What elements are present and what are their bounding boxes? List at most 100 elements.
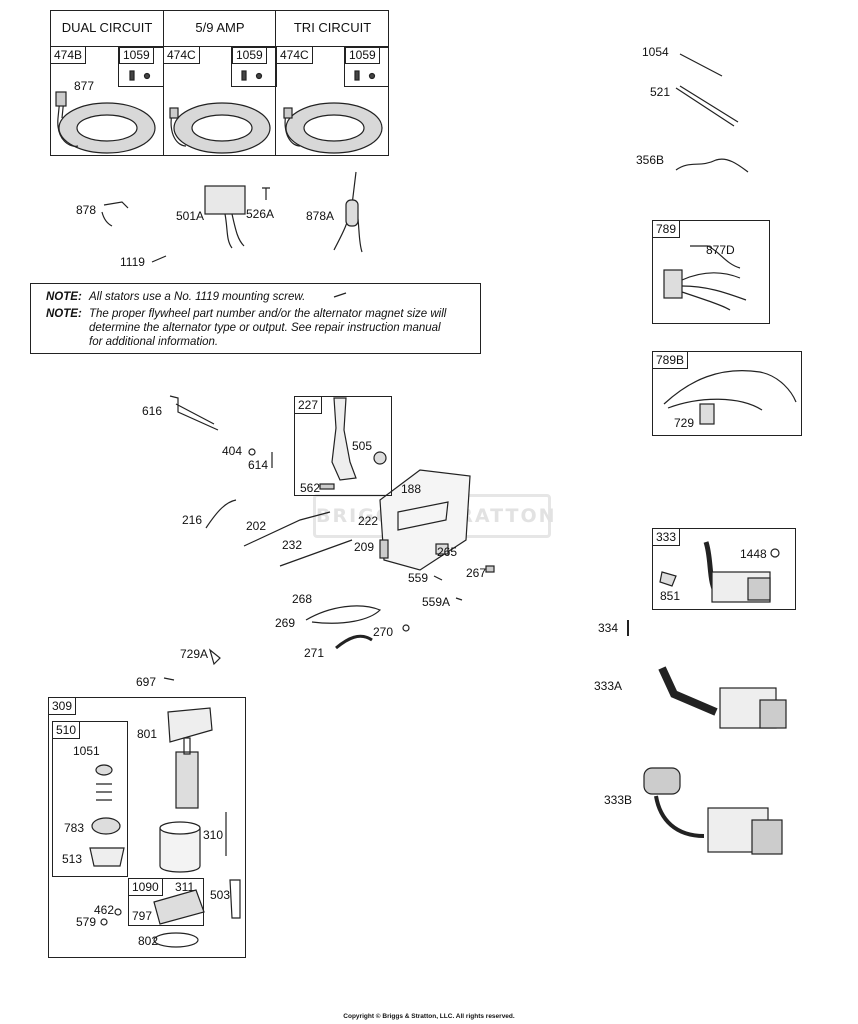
label-878: 878	[76, 203, 97, 217]
label-404: 404	[222, 444, 243, 458]
screw-1119	[151, 255, 167, 263]
label-783: 783	[64, 821, 85, 835]
throttle-lever-227	[319, 397, 387, 490]
kit-box-1090	[128, 878, 204, 926]
note-line-2b: determine the alternator type or output.…	[89, 322, 441, 334]
kit-tag-309: 309	[49, 698, 77, 715]
rectifier-501A	[204, 185, 246, 249]
label-562: 562	[300, 481, 321, 495]
label-616: 616	[142, 404, 163, 418]
note-line-2c: for additional information.	[89, 336, 219, 348]
screws-559	[433, 575, 463, 601]
stator-tag-474C-b: 474C	[277, 47, 313, 64]
label-851: 851	[660, 589, 681, 603]
label-1051: 1051	[73, 744, 100, 758]
header-dual-circuit: DUAL CIRCUIT	[61, 20, 153, 35]
header-tri-circuit: TRI CIRCUIT	[293, 20, 372, 35]
kit-tag-333: 333	[653, 529, 681, 546]
label-462: 462	[94, 903, 115, 917]
label-232: 232	[282, 538, 303, 552]
tie-1054	[679, 53, 723, 77]
wire-356B	[675, 158, 749, 173]
part-404	[248, 448, 256, 456]
stator-tag-474B: 474B	[51, 47, 87, 64]
kit-tag-510: 510	[53, 722, 81, 739]
label-802: 802	[138, 934, 159, 948]
label-513: 513	[62, 852, 83, 866]
bracket-271	[335, 634, 373, 650]
kit-box-227	[294, 396, 392, 496]
label-526A: 526A	[246, 207, 275, 221]
connector-878	[101, 201, 129, 227]
kit-box-789B	[652, 351, 802, 436]
note-line-2a: The proper flywheel part number and/or t…	[89, 308, 447, 320]
label-505: 505	[352, 439, 373, 453]
header-5-9-amp: 5/9 AMP	[195, 20, 245, 35]
link-202	[243, 511, 331, 547]
kit-tag-1090: 1090	[129, 879, 163, 896]
label-265: 265	[437, 545, 458, 559]
note-heading-2: NOTE:	[46, 308, 82, 320]
kit-tag-789B: 789B	[653, 352, 689, 369]
lever-616	[169, 395, 219, 431]
label-216: 216	[182, 513, 203, 527]
stator-dual-circuit	[55, 91, 156, 154]
label-271: 271	[304, 646, 325, 660]
screw-tag-1059-b: 1059	[232, 47, 267, 64]
label-333A: 333A	[594, 679, 623, 693]
label-209: 209	[354, 540, 375, 554]
label-501A: 501A	[176, 209, 205, 223]
screw-526A	[262, 187, 270, 200]
screw-box-2	[231, 47, 277, 87]
label-188: 188	[401, 482, 422, 496]
kit-box-309	[48, 697, 246, 958]
ignition-coil-333B	[643, 767, 783, 855]
harness-789	[663, 245, 747, 311]
label-729: 729	[674, 416, 695, 430]
label-521: 521	[650, 85, 671, 99]
clip-729A	[208, 648, 221, 666]
screw-697	[163, 677, 175, 681]
label-311: 311	[175, 880, 195, 894]
label-356B: 356B	[636, 153, 665, 167]
screw-box-3	[344, 47, 389, 87]
label-797: 797	[132, 909, 153, 923]
stator-header-divider	[50, 46, 389, 47]
note-line-1: All stators use a No. 1119 mounting scre…	[89, 291, 306, 303]
harness-878A-sleeve	[345, 199, 359, 227]
label-268: 268	[292, 592, 313, 606]
nut-270	[402, 624, 410, 632]
stator-tag-474C-a: 474C	[164, 47, 200, 64]
label-202: 202	[246, 519, 267, 533]
harness-789B	[663, 370, 797, 425]
label-334: 334	[598, 621, 619, 635]
kit-tag-227: 227	[295, 397, 323, 414]
label-579: 579	[76, 915, 97, 929]
label-559A: 559A	[422, 595, 451, 609]
starter-motor-309	[153, 707, 241, 948]
note-heading-1: NOTE:	[46, 291, 82, 303]
stator-5-9-amp	[169, 102, 271, 154]
label-559: 559	[408, 571, 429, 585]
ignition-coil-333	[659, 541, 780, 603]
label-878A: 878A	[306, 209, 335, 223]
label-267: 267	[466, 566, 487, 580]
label-222: 222	[358, 514, 379, 528]
screw-box-1	[118, 47, 164, 87]
label-877: 877	[74, 79, 95, 93]
note-box	[30, 283, 481, 354]
label-310: 310	[203, 828, 224, 842]
kit-tag-789: 789	[653, 221, 681, 238]
cable-268	[305, 605, 382, 624]
rod-521	[675, 85, 739, 127]
kit-box-510	[52, 721, 128, 877]
control-bracket	[379, 469, 495, 573]
label-697: 697	[136, 675, 157, 689]
label-503: 503	[210, 888, 231, 902]
label-801: 801	[137, 727, 158, 741]
screw-icons	[129, 70, 376, 81]
link-232	[279, 539, 353, 567]
stator-tri-circuit	[283, 102, 383, 154]
spring-216	[205, 499, 237, 529]
